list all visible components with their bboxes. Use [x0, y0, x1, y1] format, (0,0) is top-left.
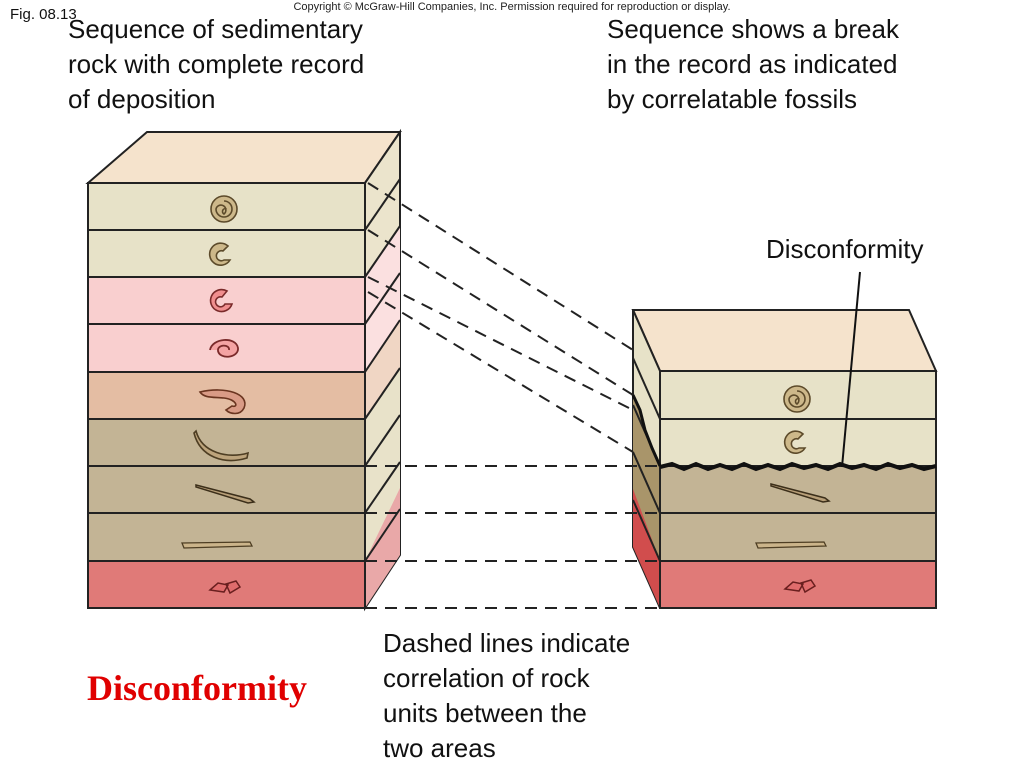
right-layer-2 — [659, 418, 937, 467]
right-side-red — [633, 489, 660, 608]
disconformity-callout: Disconformity — [766, 234, 924, 264]
caption-left: Sequence of sedimentary rock with comple… — [68, 14, 365, 114]
diagram-title: Disconformity — [87, 668, 307, 708]
copyright-notice: Copyright © McGraw-Hill Companies, Inc. … — [293, 1, 731, 13]
left-side-layer-lines — [364, 178, 401, 562]
figure-label: Fig. 08.13 — [10, 6, 77, 23]
left-layer-3 — [87, 276, 366, 325]
left-layer-7 — [87, 465, 366, 514]
right-rock-column — [631, 309, 938, 609]
disconformity-surface — [659, 461, 937, 472]
disconformity-leader-line — [841, 271, 861, 468]
left-layer-8 — [87, 512, 366, 562]
ammonite-fossil-icon — [783, 385, 811, 413]
caption-right: Sequence shows a break in the record as … — [607, 14, 899, 114]
right-layer-4 — [659, 512, 937, 562]
correlation-lines — [365, 182, 660, 609]
caption-bottom: Dashed lines indicate correlation of roc… — [383, 628, 631, 763]
left-layer-4 — [87, 323, 366, 373]
left-rock-column — [85, 128, 402, 612]
ammonite-fossil-icon — [210, 195, 238, 223]
right-side-disconformity-edge — [631, 394, 662, 467]
left-layer-2 — [87, 229, 366, 278]
left-side-red — [365, 488, 400, 608]
left-side-peach — [365, 320, 400, 419]
right-top-face — [631, 309, 938, 372]
left-top-face — [85, 131, 402, 184]
right-layer-3 — [659, 465, 937, 514]
right-side-tan — [633, 395, 660, 561]
